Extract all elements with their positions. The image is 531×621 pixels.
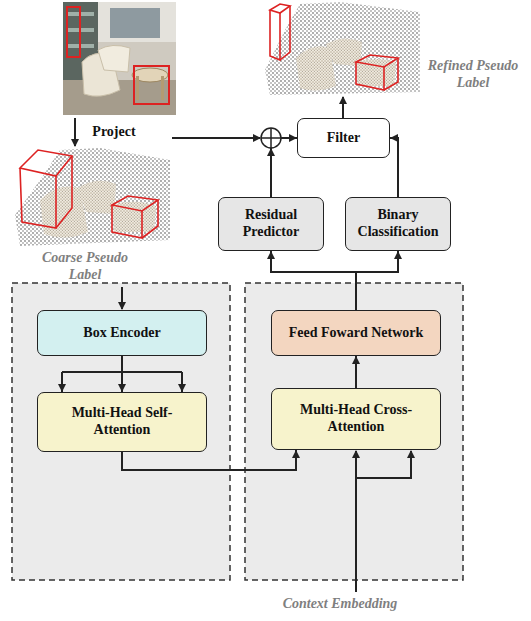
caption-label: Coarse Pseudo Label (32, 250, 138, 284)
caption-label: Refined Pseudo Label (420, 58, 526, 92)
attention-box: Multi-Head Cross-Attention (271, 388, 441, 450)
connector-arrow (352, 356, 360, 388)
sum-symbol (261, 128, 281, 148)
connector-arrow (58, 356, 186, 392)
filter-box: Filter (297, 118, 390, 158)
box-text: Feed Foward Network (289, 325, 424, 342)
box-text: Filter (327, 130, 360, 147)
encoder-box: Box Encoder (37, 310, 207, 356)
process-box: Binary Classification (345, 197, 451, 251)
box-text: Multi-Head Self-Attention (44, 405, 200, 439)
box-text: Box Encoder (83, 325, 160, 342)
connector-arrow (267, 134, 297, 197)
connector-arrow (267, 251, 356, 310)
coarse-point-cloud (15, 148, 170, 246)
refined-point-cloud (265, 2, 420, 95)
box-text: Multi-Head Cross-Attention (278, 402, 434, 436)
connector-arrow (122, 450, 300, 470)
caption-label: Context Embedding (250, 596, 430, 613)
encoder-panel (12, 283, 230, 580)
box-text: Residual Predictor (225, 207, 317, 241)
ffn-box: Feed Foward Network (271, 310, 441, 356)
context-arrow (355, 451, 357, 592)
context-branch-arrow (356, 451, 411, 478)
attention-box: Multi-Head Self-Attention (37, 392, 207, 452)
coarse-to-encoder-arrow (121, 287, 123, 309)
rgb-photo (63, 2, 176, 115)
step-label: Project (84, 124, 144, 141)
connector-arrow (356, 251, 402, 310)
coarse-to-sum-arrow (172, 137, 260, 139)
connector-arrow (390, 134, 398, 197)
box-text: Binary Classification (352, 207, 444, 241)
filter-to-refined-arrow (342, 97, 344, 118)
decoder-panel (245, 283, 463, 580)
process-box: Residual Predictor (218, 197, 324, 251)
project-arrow (74, 118, 76, 146)
